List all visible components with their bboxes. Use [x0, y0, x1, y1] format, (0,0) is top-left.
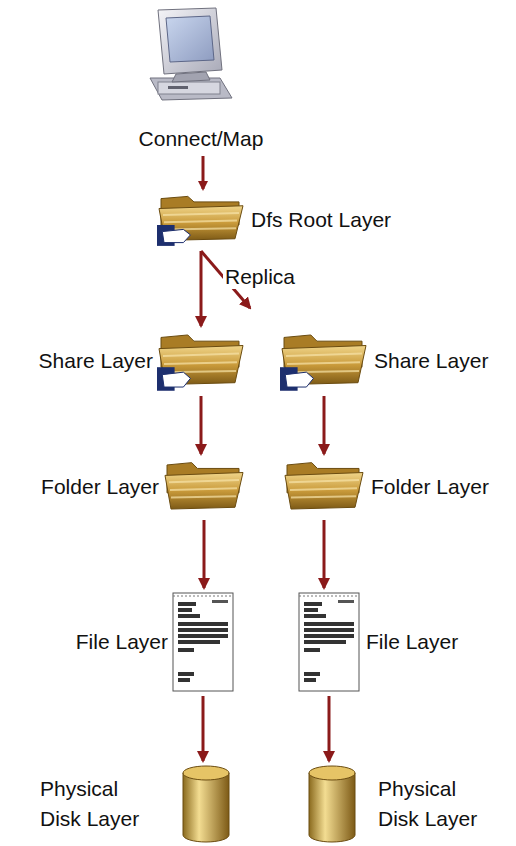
layer-label: Share Layer	[374, 346, 488, 376]
folder-node: Folder Layer	[163, 458, 245, 516]
flow-arrow	[203, 520, 206, 588]
folder-node: Folder Layer	[283, 458, 365, 516]
connect-arrow	[202, 156, 205, 189]
file-icon	[298, 592, 360, 692]
folder-icon	[163, 458, 245, 516]
file-node: File Layer	[298, 592, 360, 692]
share-icon	[157, 192, 245, 247]
layer-label: File Layer	[76, 627, 168, 657]
connect-label: Connect/Map	[139, 127, 264, 151]
disk-icon	[182, 765, 230, 843]
flow-arrow	[328, 696, 331, 761]
file-node: File Layer	[172, 592, 234, 692]
computer-icon	[150, 8, 232, 100]
disk-node: Physical Disk Layer	[182, 765, 230, 843]
layer-label: Physical Disk Layer	[378, 774, 490, 834]
flow-arrow	[202, 696, 205, 761]
disk-icon	[308, 765, 356, 843]
flow-arrow	[200, 396, 203, 454]
flow-arrow	[323, 520, 326, 588]
disk-node: Physical Disk Layer	[308, 765, 356, 843]
layer-label: Folder Layer	[371, 472, 489, 502]
flow-arrow	[323, 396, 326, 454]
share-node: Share Layer	[280, 330, 368, 392]
file-icon	[172, 592, 234, 692]
flow-arrow	[200, 251, 203, 326]
share-node: Dfs Root Layer	[157, 192, 245, 247]
share-icon	[157, 330, 245, 392]
layer-label: Folder Layer	[41, 472, 159, 502]
folder-icon	[283, 458, 365, 516]
edge-label: Replica	[223, 265, 297, 289]
layer-label: File Layer	[366, 627, 458, 657]
share-icon	[280, 330, 368, 392]
layer-label: Physical Disk Layer	[40, 774, 152, 834]
share-node: Share Layer	[157, 330, 245, 392]
layer-label: Dfs Root Layer	[251, 205, 391, 235]
layer-label: Share Layer	[39, 346, 153, 376]
